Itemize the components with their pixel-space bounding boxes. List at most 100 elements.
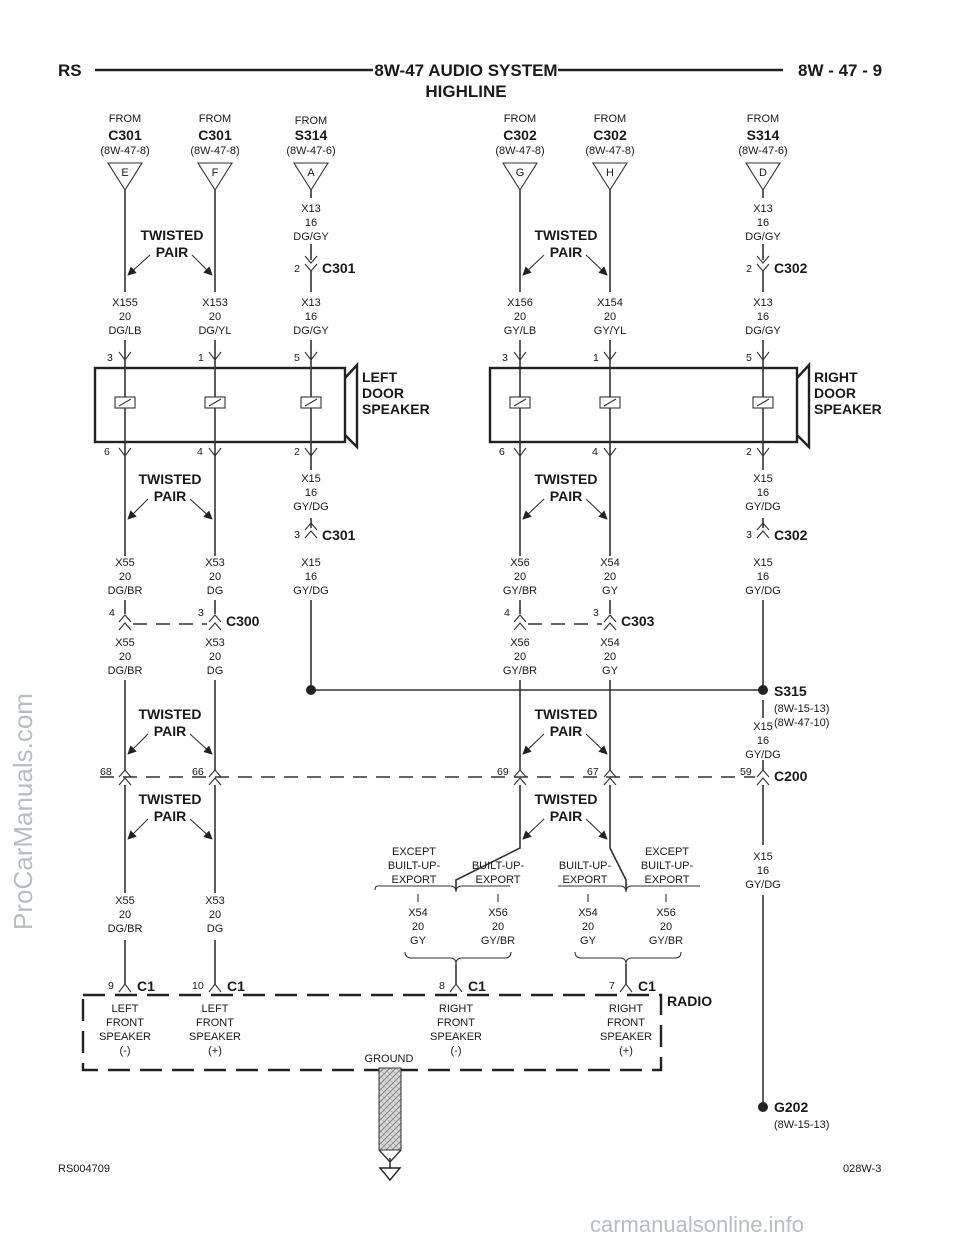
svg-text:6: 6 (104, 446, 110, 458)
svg-text:GY/LB: GY/LB (504, 325, 536, 337)
svg-text:GY/DG: GY/DG (745, 585, 780, 597)
svg-text:DG: DG (207, 665, 224, 677)
svg-text:X13: X13 (753, 297, 773, 309)
svg-text:20: 20 (119, 909, 131, 921)
ground-icon (378, 1167, 402, 1182)
svg-text:X153: X153 (202, 297, 228, 309)
svg-text:DG/GY: DG/GY (293, 231, 329, 243)
svg-text:69: 69 (497, 766, 509, 778)
svg-text:C200: C200 (774, 768, 808, 784)
svg-text:16: 16 (757, 865, 769, 877)
page-footer: RS004709 028W-3 (58, 1163, 881, 1175)
svg-text:3: 3 (502, 352, 508, 364)
svg-text:2: 2 (294, 446, 300, 458)
mid-wires (124, 470, 764, 556)
svg-text:20: 20 (119, 311, 131, 323)
svg-text:4: 4 (504, 607, 510, 619)
left-door-speaker: LEFT DOOR SPEAKER 3 1 5 6 4 2 (93, 340, 430, 470)
svg-text:RADIO: RADIO (667, 993, 712, 1009)
svg-text:16: 16 (757, 735, 769, 747)
wire-labels-row-c: X55 20 DG/BR X53 20 DG X15 16 GY/DG X56 … (108, 557, 781, 597)
svg-text:C302: C302 (593, 127, 627, 143)
svg-text:(8W-47-6): (8W-47-6) (738, 145, 787, 157)
svg-text:C300: C300 (226, 613, 260, 629)
svg-text:EXPORT: EXPORT (475, 874, 520, 886)
source-c302-g: FROM C302 (8W-47-8) G (495, 113, 545, 192)
svg-text:DG/BR: DG/BR (108, 923, 143, 935)
connector-c301-mid: 3 C301 (294, 522, 356, 543)
svg-text:GY: GY (602, 585, 619, 597)
svg-text:GY/DG: GY/DG (293, 585, 328, 597)
radio-feed-wires (124, 940, 216, 984)
lower-wires (124, 600, 768, 770)
svg-text:9: 9 (108, 980, 114, 992)
svg-text:TWISTED: TWISTED (535, 227, 598, 243)
svg-text:20: 20 (604, 311, 616, 323)
svg-text:GY: GY (410, 935, 427, 947)
svg-text:X55: X55 (115, 637, 135, 649)
svg-text:X53: X53 (205, 895, 225, 907)
svg-text:C1: C1 (638, 978, 656, 994)
svg-text:(8W-15-13): (8W-15-13) (774, 703, 829, 715)
svg-text:G202: G202 (774, 1099, 808, 1115)
svg-text:20: 20 (119, 651, 131, 663)
splice-s315: S315 (8W-15-13) (8W-47-10) X15 16 GY/DG (745, 683, 829, 761)
svg-text:PAIR: PAIR (550, 723, 582, 739)
svg-text:SPEAKER: SPEAKER (430, 1031, 482, 1043)
twisted-pair-low1-left: TWISTED PAIR (127, 706, 213, 755)
svg-text:20: 20 (209, 311, 221, 323)
svg-text:20: 20 (492, 921, 504, 933)
svg-text:C1: C1 (227, 978, 245, 994)
svg-text:20: 20 (209, 909, 221, 921)
svg-text:FROM: FROM (295, 115, 327, 127)
svg-text:3: 3 (294, 529, 300, 541)
svg-text:20: 20 (209, 651, 221, 663)
svg-text:X55: X55 (115, 557, 135, 569)
svg-text:GY: GY (602, 665, 619, 677)
right-door-speaker: RIGHT DOOR SPEAKER 3 1 5 6 4 2 (488, 340, 882, 470)
footer-right: 028W-3 (843, 1163, 881, 1175)
svg-text:59: 59 (740, 766, 752, 778)
svg-text:GY/DG: GY/DG (745, 749, 780, 761)
svg-text:20: 20 (514, 651, 526, 663)
svg-text:DOOR: DOOR (362, 385, 404, 401)
svg-text:(+): (+) (619, 1045, 633, 1057)
svg-text:DG: DG (207, 923, 224, 935)
svg-text:2: 2 (294, 263, 300, 275)
svg-text:GY/DG: GY/DG (745, 879, 780, 891)
svg-text:PAIR: PAIR (550, 244, 582, 260)
svg-text:(8W-47-8): (8W-47-8) (100, 145, 149, 157)
option-labels: EXCEPT BUILT-UP- EXPORT BUILT-UP- EXPORT… (374, 846, 700, 984)
svg-text:X56: X56 (488, 907, 508, 919)
svg-text:EXPORT: EXPORT (391, 874, 436, 886)
svg-text:X154: X154 (597, 297, 623, 309)
ground-g202: G202 (8W-15-13) (758, 1099, 829, 1131)
svg-text:1: 1 (593, 352, 599, 364)
svg-text:RIGHT: RIGHT (609, 1003, 644, 1015)
svg-text:67: 67 (587, 766, 599, 778)
svg-text:F: F (212, 167, 219, 179)
svg-text:C1: C1 (468, 978, 486, 994)
source-c302-h: FROM C302 (8W-47-8) H (585, 113, 635, 192)
connector-c302-mid: 3 C302 (746, 522, 808, 543)
svg-text:BUILT-UP-: BUILT-UP- (641, 860, 694, 872)
connector-c300: 4 3 C300 (109, 600, 260, 631)
svg-text:3: 3 (746, 529, 752, 541)
svg-text:DG/BR: DG/BR (108, 585, 143, 597)
svg-text:X15: X15 (753, 473, 773, 485)
svg-text:TWISTED: TWISTED (535, 791, 598, 807)
twisted-pair-low2-right: TWISTED PAIR (522, 791, 608, 840)
svg-text:X54: X54 (578, 907, 598, 919)
radio-module: RADIO 9 C1 10 C1 8 C1 7 C1 LEFT FRONT SP… (81, 978, 712, 1072)
svg-text:DG/YL: DG/YL (198, 325, 231, 337)
svg-text:RIGHT: RIGHT (814, 369, 858, 385)
svg-text:BUILT-UP-: BUILT-UP- (472, 860, 525, 872)
svg-text:20: 20 (604, 571, 616, 583)
svg-text:20: 20 (582, 921, 594, 933)
svg-text:5: 5 (746, 352, 752, 364)
source-s314-a: FROM S314 (8W-47-6) A (286, 115, 336, 192)
svg-text:X15: X15 (753, 851, 773, 863)
twisted-pair-top-left: TWISTED PAIR (127, 227, 213, 276)
below-c200-wires (124, 785, 764, 1102)
